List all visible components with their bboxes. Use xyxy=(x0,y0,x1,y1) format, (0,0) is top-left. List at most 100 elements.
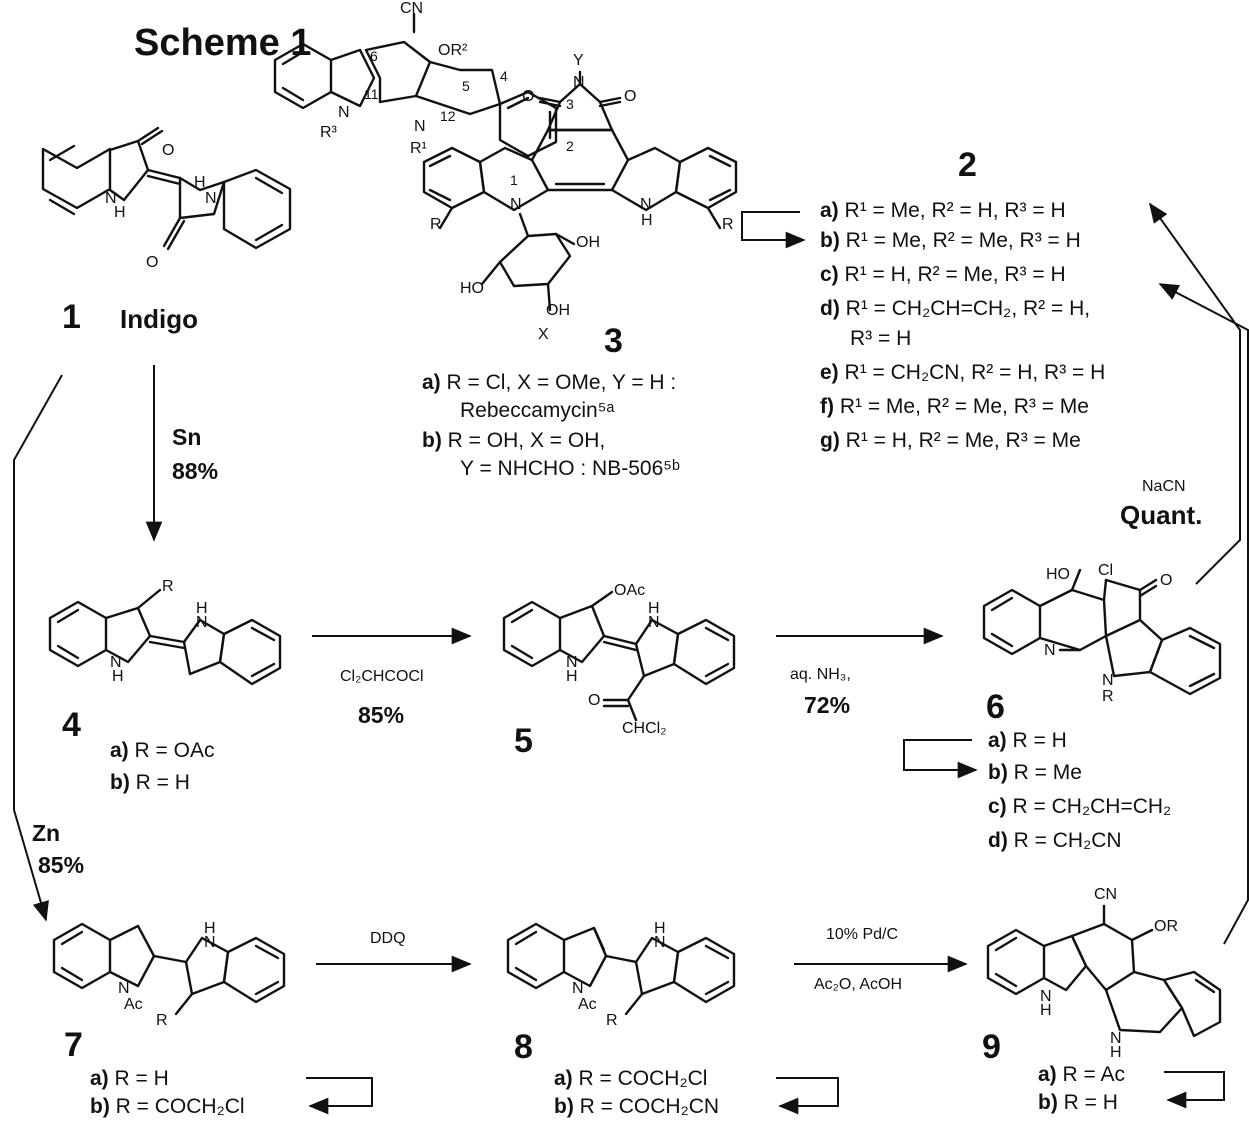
scheme-title: Scheme 1 xyxy=(134,22,312,64)
variant-2c: c) R¹ = H, R² = Me, R³ = H xyxy=(820,263,1066,286)
variant-3b-name: Y = NHCHO : NB-506⁵ᵇ xyxy=(460,457,680,480)
position-label: 12 xyxy=(440,108,456,124)
biindole-8-structure xyxy=(506,922,736,1016)
atom-label: O xyxy=(146,254,159,271)
position-label: 1 xyxy=(510,172,518,188)
reagent-nacn: NaCN xyxy=(1142,478,1186,495)
arrow-7a-to-7b xyxy=(306,1077,373,1115)
atom-label: N xyxy=(204,934,216,951)
atom-label: H xyxy=(114,204,126,221)
atom-label: HO xyxy=(1046,566,1070,583)
atom-label: H xyxy=(641,212,653,229)
intermediate-5-structure xyxy=(502,590,736,722)
compound-name-indigo: Indigo xyxy=(120,304,198,334)
atom-label: N xyxy=(648,614,660,631)
atom-label: R xyxy=(1102,688,1114,705)
compound-number-6: 6 xyxy=(986,688,1005,726)
atom-label: R¹ xyxy=(410,140,427,157)
variant-3a-name: Rebeccamycin⁵ᵃ xyxy=(460,399,615,422)
arrow-6a-to-6b xyxy=(903,739,978,779)
atom-label: N xyxy=(1110,1030,1122,1047)
atom-label: N xyxy=(573,74,585,91)
tetracycle-6-structure xyxy=(982,568,1222,696)
variant-8b: b) R = COCH₂CN xyxy=(554,1095,720,1118)
atom-label: Cl xyxy=(1098,562,1114,579)
variant-4a: a) R = OAc xyxy=(110,739,215,762)
yield-nacn: Quant. xyxy=(1120,500,1203,530)
atom-label: H xyxy=(648,600,660,617)
product-2-structure xyxy=(273,12,558,158)
atom-label: N xyxy=(110,654,122,671)
atom-label: Ac xyxy=(578,996,597,1013)
atom-label: OH xyxy=(576,234,600,251)
arrow-6-to-2a xyxy=(1149,202,1241,585)
arrow-8a-to-8b xyxy=(776,1077,839,1115)
variant-2d: d) R¹ = CH₂CH=CH₂, R² = H, xyxy=(820,297,1091,320)
variant-6c: c) R = CH₂CH=CH₂ xyxy=(988,795,1172,818)
compound-number-8: 8 xyxy=(514,1028,533,1066)
position-label: 5 xyxy=(462,78,470,94)
variant-2a: a) R¹ = Me, R² = H, R³ = H xyxy=(820,199,1066,222)
atom-label: OAc xyxy=(614,582,646,599)
arrow-9a-to-9b xyxy=(1164,1071,1225,1109)
compound-number-5: 5 xyxy=(514,722,533,760)
atom-label: N xyxy=(105,190,117,207)
reagent-acylation: Cl₂CHCOCl xyxy=(340,668,424,685)
arrow-9-to-2c xyxy=(1158,283,1249,945)
yield-sn: 88% xyxy=(172,458,219,484)
atom-label: H xyxy=(654,920,666,937)
variant-2e: e) R¹ = CH₂CN, R² = H, R³ = H xyxy=(820,361,1106,384)
variant-2f: f) R¹ = Me, R² = Me, R³ = Me xyxy=(820,395,1089,418)
reagent-pd: 10% Pd/C xyxy=(826,926,899,943)
variant-2d-cont: R³ = H xyxy=(850,327,912,350)
indigo-structure xyxy=(41,126,292,251)
atom-label: OH xyxy=(546,302,570,319)
position-label: 4 xyxy=(500,68,508,84)
atom-label: N xyxy=(566,654,578,671)
compound-number-7: 7 xyxy=(64,1026,83,1064)
variant-6d: d) R = CH₂CN xyxy=(988,829,1122,852)
position-label: 2 xyxy=(566,138,574,154)
yield-zn: 85% xyxy=(38,852,85,878)
variant-6a: a) R = H xyxy=(988,729,1067,752)
atom-label: H xyxy=(566,668,578,685)
atom-label: H xyxy=(194,174,206,191)
arrow-1-to-7 xyxy=(13,374,63,922)
yield-acylation: 85% xyxy=(358,702,405,728)
atom-label: N xyxy=(510,196,522,213)
reagent-zn: Zn xyxy=(32,820,61,846)
atom-label: O xyxy=(162,142,175,159)
variant-8a: a) R = COCH₂Cl xyxy=(554,1067,708,1090)
rebeccamycin-structure xyxy=(422,70,738,312)
position-label: 6 xyxy=(370,48,378,64)
atom-label: R xyxy=(430,216,442,233)
atom-label: HO xyxy=(460,280,484,297)
reagent-ac2o: Ac₂O, AcOH xyxy=(814,976,903,993)
compound-number-2: 2 xyxy=(958,146,977,184)
atom-label: CHCl₂ xyxy=(622,720,667,737)
atom-label: R xyxy=(156,1012,168,1029)
atom-label: OR xyxy=(1154,918,1178,935)
arrow-2a-to-2b xyxy=(741,211,806,249)
variant-3b: b) R = OH, X = OH, xyxy=(422,429,606,452)
compound-number-9: 9 xyxy=(982,1028,1001,1066)
atom-label: CN xyxy=(1094,886,1118,903)
atom-label: H xyxy=(1110,1044,1122,1061)
atom-label: H xyxy=(112,668,124,685)
variant-9b: b) R = H xyxy=(1038,1091,1118,1114)
position-label: 3 xyxy=(566,96,574,112)
variant-9a: a) R = Ac xyxy=(1038,1063,1125,1086)
atom-label: N xyxy=(414,118,426,135)
atom-label: N xyxy=(1102,672,1114,689)
reagent-sn: Sn xyxy=(172,424,202,450)
atom-label: Ac xyxy=(124,996,143,1013)
atom-label: N xyxy=(205,190,217,207)
atom-label: R³ xyxy=(320,124,337,141)
atom-label: N xyxy=(196,614,208,631)
variant-3a: a) R = Cl, X = OMe, Y = H : xyxy=(422,371,677,394)
atom-label: N xyxy=(1044,642,1056,659)
atom-label: O xyxy=(522,88,535,105)
atom-label: R xyxy=(606,1012,618,1029)
variant-7a: a) R = H xyxy=(90,1067,169,1090)
